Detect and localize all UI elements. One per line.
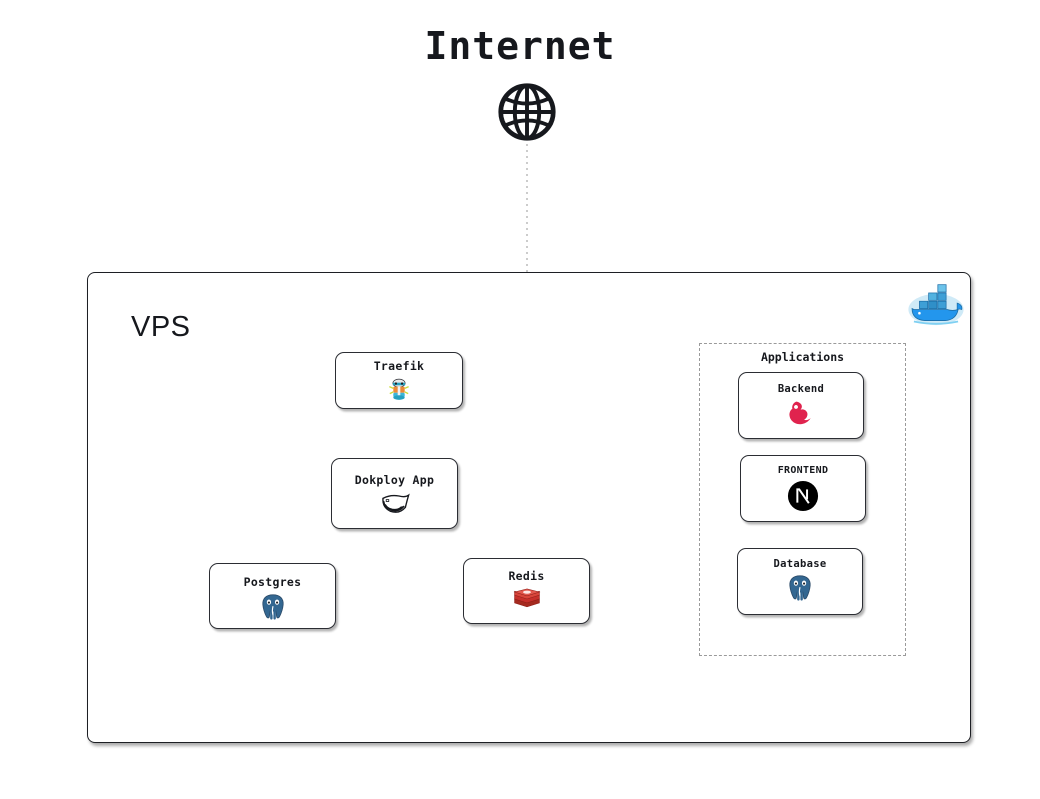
globe-icon: [498, 83, 556, 141]
applications-group: [699, 343, 906, 656]
node-traefik[interactable]: Traefik: [335, 352, 463, 409]
node-dokploy-app-label: Dokploy App: [354, 473, 435, 487]
node-backend-label: Backend: [777, 383, 825, 395]
node-redis[interactable]: Redis: [463, 558, 590, 624]
postgresql-elephant-icon: [789, 575, 811, 601]
node-postgres[interactable]: Postgres: [209, 563, 336, 629]
node-traefik-label: Traefik: [373, 359, 425, 373]
node-frontend-label: FRONTEND: [777, 465, 829, 476]
traefik-logo-icon: [389, 378, 409, 400]
redis-logo-icon: [513, 588, 540, 608]
node-frontend[interactable]: FRONTEND: [740, 455, 866, 522]
internet-title: Internet: [424, 24, 616, 68]
node-redis-label: Redis: [508, 569, 545, 583]
docker-whale-icon: [908, 284, 964, 326]
node-database-label: Database: [773, 558, 827, 570]
postgresql-elephant-icon: [261, 594, 284, 620]
node-backend[interactable]: Backend: [738, 372, 864, 439]
node-database[interactable]: Database: [737, 548, 863, 615]
vps-label: VPS: [131, 311, 191, 343]
node-dokploy-app[interactable]: Dokploy App: [331, 458, 458, 529]
applications-group-label: Applications: [760, 350, 845, 364]
nextjs-logo-icon: [787, 480, 819, 512]
nestjs-logo-icon: [789, 401, 811, 425]
dokploy-logo-icon: [381, 493, 410, 513]
node-postgres-label: Postgres: [243, 575, 302, 589]
